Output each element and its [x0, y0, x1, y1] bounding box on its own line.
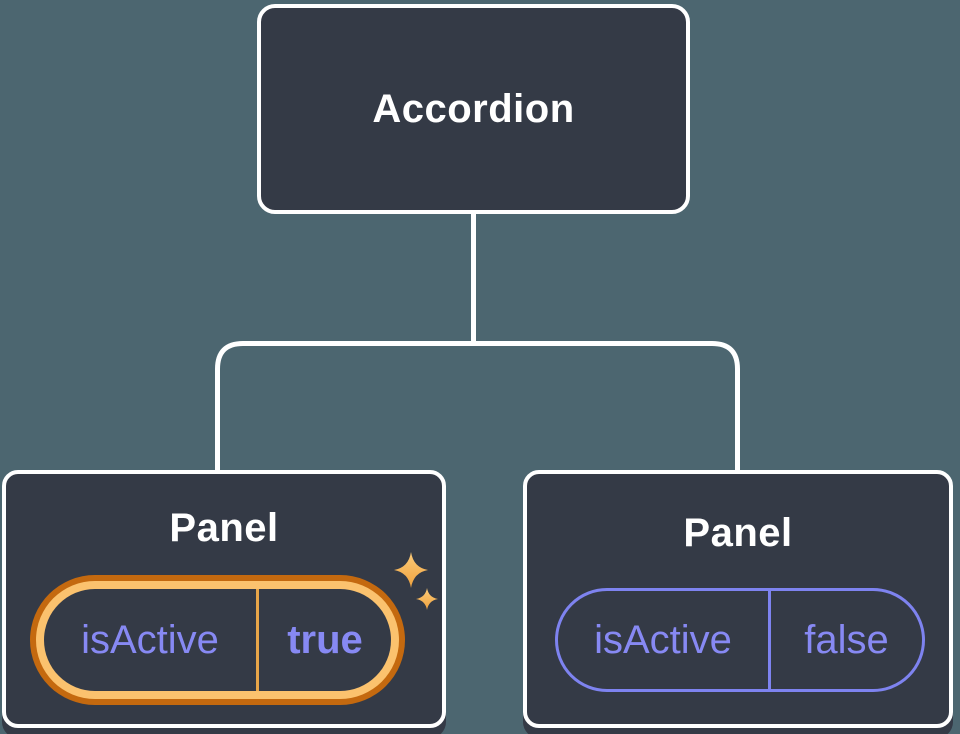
highlight-ring: isActive true — [30, 575, 405, 705]
panel-node-active: Panel isActive true — [2, 470, 446, 728]
panel-node-label: Panel — [169, 506, 279, 550]
prop-value: false — [804, 618, 889, 662]
prop-name: isActive — [594, 618, 732, 662]
pill-divider — [256, 589, 259, 691]
sparkles-icon — [394, 552, 438, 610]
accordion-node-label: Accordion — [372, 86, 575, 131]
prop-name: isActive — [81, 618, 219, 662]
panel-node-inactive: Panel isActive false — [523, 470, 953, 728]
accordion-node: Accordion — [257, 4, 690, 214]
state-pill-inactive: isActive false — [555, 588, 925, 692]
pill-divider — [768, 591, 771, 689]
state-pill-active: isActive true — [44, 589, 391, 691]
panel-node-label: Panel — [683, 511, 793, 555]
highlight-ring-inner: isActive true — [36, 581, 399, 699]
prop-value: true — [287, 618, 363, 662]
